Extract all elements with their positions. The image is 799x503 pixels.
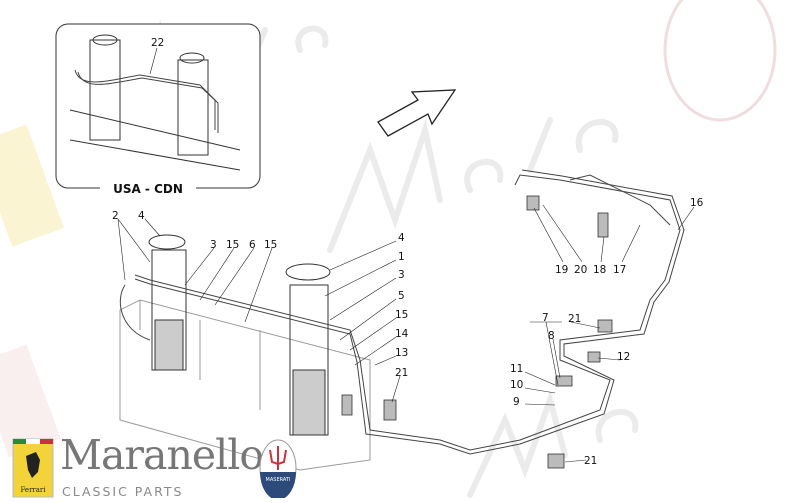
callout-13: 13	[395, 347, 408, 359]
callout-4: 4	[398, 232, 405, 244]
callout-5: 5	[398, 290, 405, 302]
fuel-lines	[119, 169, 685, 455]
callout-21: 21	[584, 455, 597, 467]
callout-21: 21	[395, 367, 408, 379]
callout-8: 8	[548, 330, 555, 342]
ferrari-watermark-icon	[0, 344, 61, 458]
watermark-lettering	[327, 117, 619, 253]
callout-19: 19	[555, 264, 568, 276]
callouts: 2 4 3 15 6 15 4 1 3 5 15 14 13 21 16 19 …	[112, 197, 704, 467]
maserati-badge-text: MASERATI	[266, 477, 291, 483]
fuel-pump-left	[148, 234, 187, 371]
maranello-logo: Ferrari Maranello CLASSIC PARTS MASERATI	[12, 432, 312, 502]
callout-6: 6	[249, 239, 256, 251]
usa-cdn-inset: 22 USA - CDN	[55, 23, 261, 196]
inset-caption: USA - CDN	[113, 182, 183, 196]
callout-7: 7	[542, 312, 549, 324]
watermark-lettering	[467, 390, 639, 498]
callout-18: 18	[593, 264, 606, 276]
small-parts	[341, 195, 613, 469]
callout-12: 12	[617, 351, 630, 363]
callout-4: 4	[138, 210, 145, 222]
callout-3: 3	[398, 269, 405, 281]
fuel-tank	[119, 299, 371, 471]
callout-17: 17	[613, 264, 626, 276]
callout-14: 14	[395, 328, 409, 340]
callout-11: 11	[510, 363, 523, 375]
callout-21: 21	[568, 313, 581, 325]
callout-22: 22	[151, 37, 164, 49]
callout-10: 10	[510, 379, 523, 391]
callout-2: 2	[112, 210, 119, 222]
direction-arrow-icon	[377, 89, 457, 137]
callout-16: 16	[690, 197, 704, 209]
callout-15: 15	[395, 309, 408, 321]
leader-lines	[117, 204, 695, 463]
callout-20: 20	[574, 264, 587, 276]
callout-9: 9	[513, 396, 520, 408]
ferrari-watermark-icon	[0, 124, 65, 247]
ferrari-badge-icon: Ferrari	[12, 438, 54, 498]
logo-title: Maranello	[60, 431, 264, 479]
fuel-pump-right	[285, 263, 331, 436]
callout-1: 1	[398, 251, 405, 263]
callout-15: 15	[264, 239, 277, 251]
callout-15: 15	[226, 239, 239, 251]
ferrari-badge-text: Ferrari	[20, 486, 46, 494]
maserati-watermark-icon	[663, 0, 777, 122]
maserati-badge-icon: MASERATI	[259, 439, 297, 498]
logo-tagline: CLASSIC PARTS	[62, 484, 184, 499]
callout-3: 3	[210, 239, 217, 251]
